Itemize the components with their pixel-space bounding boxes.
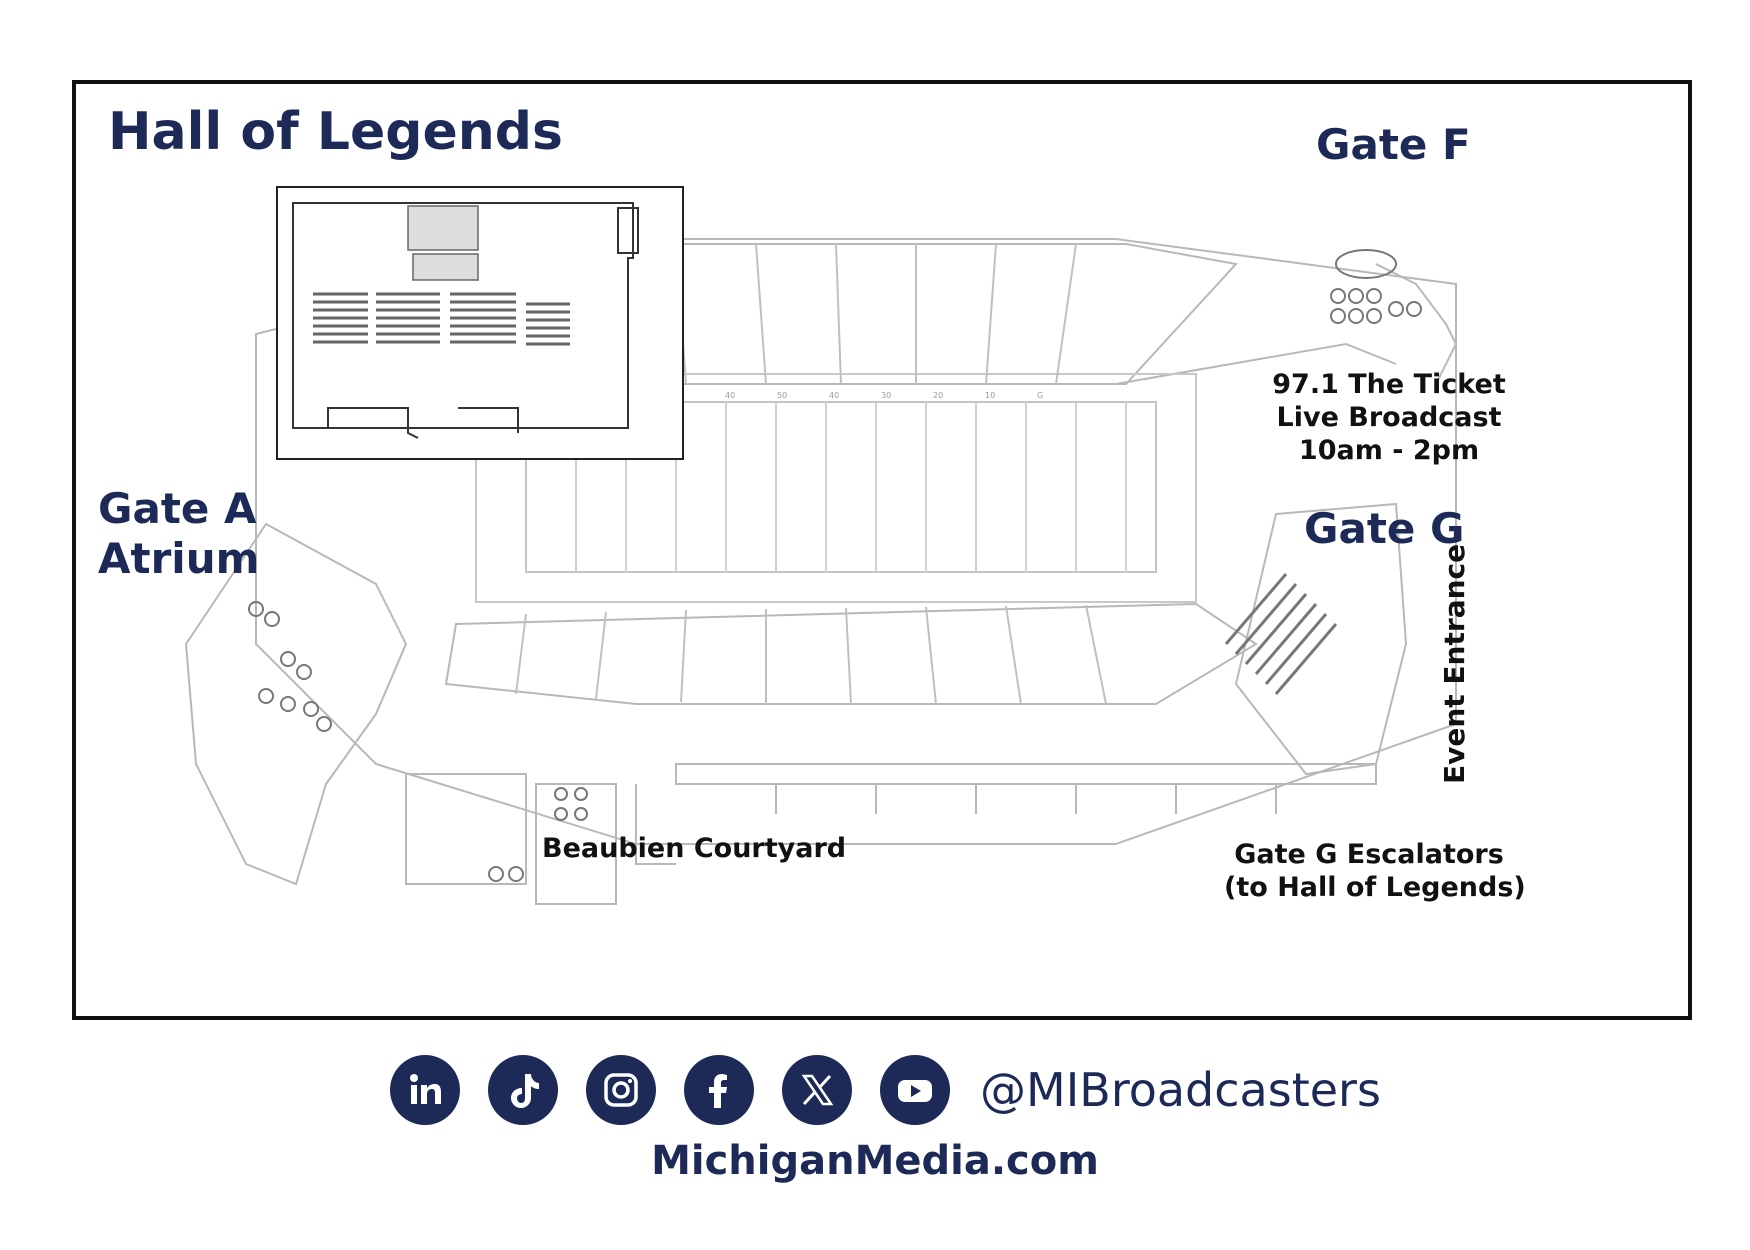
tiktok-icon[interactable]	[488, 1055, 558, 1125]
gate-g-escalators-label: Gate G Escalators (to Hall of Legends)	[1224, 838, 1526, 904]
gate-g-label: Gate G	[1304, 504, 1465, 553]
gate-a-line2: Atrium	[98, 534, 260, 583]
yard-marker: 40	[725, 391, 735, 400]
escalators-line2: (to Hall of Legends)	[1224, 872, 1526, 903]
stadium-floorplan: 2030405040302010G	[184, 238, 1458, 905]
escalators-line1: Gate G Escalators	[1234, 839, 1504, 870]
venue-map: 2030405040302010G Hall of Legends Gate F…	[72, 80, 1692, 1020]
yard-marker: 10	[985, 391, 995, 400]
broadcast-line3: 10am - 2pm	[1298, 435, 1480, 466]
broadcast-line1: 97.1 The Ticket	[1272, 369, 1506, 400]
gate-a-line1: Gate A	[98, 484, 257, 533]
yard-marker: G	[1037, 391, 1043, 400]
instagram-icon[interactable]	[586, 1055, 656, 1125]
event-entrance-label: Event Entrance	[1438, 543, 1471, 784]
gate-f-label: Gate F	[1316, 120, 1471, 169]
website-link[interactable]: MichiganMedia.com	[651, 1138, 1099, 1184]
x-icon[interactable]	[782, 1055, 852, 1125]
linkedin-icon[interactable]	[390, 1055, 460, 1125]
youtube-icon[interactable]	[880, 1055, 950, 1125]
yard-marker: 40	[829, 391, 839, 400]
gate-a-atrium-label: Gate A Atrium	[98, 484, 259, 584]
beaubien-courtyard-label: Beaubien Courtyard	[542, 833, 847, 864]
facebook-icon[interactable]	[684, 1055, 754, 1125]
yard-marker: 30	[881, 391, 891, 400]
hall-of-legends-inset	[276, 186, 684, 460]
hall-of-legends-title: Hall of Legends	[108, 102, 563, 162]
yard-marker: 50	[777, 391, 787, 400]
broadcast-line2: Live Broadcast	[1276, 402, 1502, 433]
social-handle[interactable]: @MIBroadcasters	[980, 1063, 1381, 1117]
broadcast-label: 97.1 The Ticket Live Broadcast 10am - 2p…	[1264, 368, 1514, 467]
social-links: @MIBroadcasters	[390, 1054, 1381, 1126]
yard-marker: 20	[933, 391, 943, 400]
